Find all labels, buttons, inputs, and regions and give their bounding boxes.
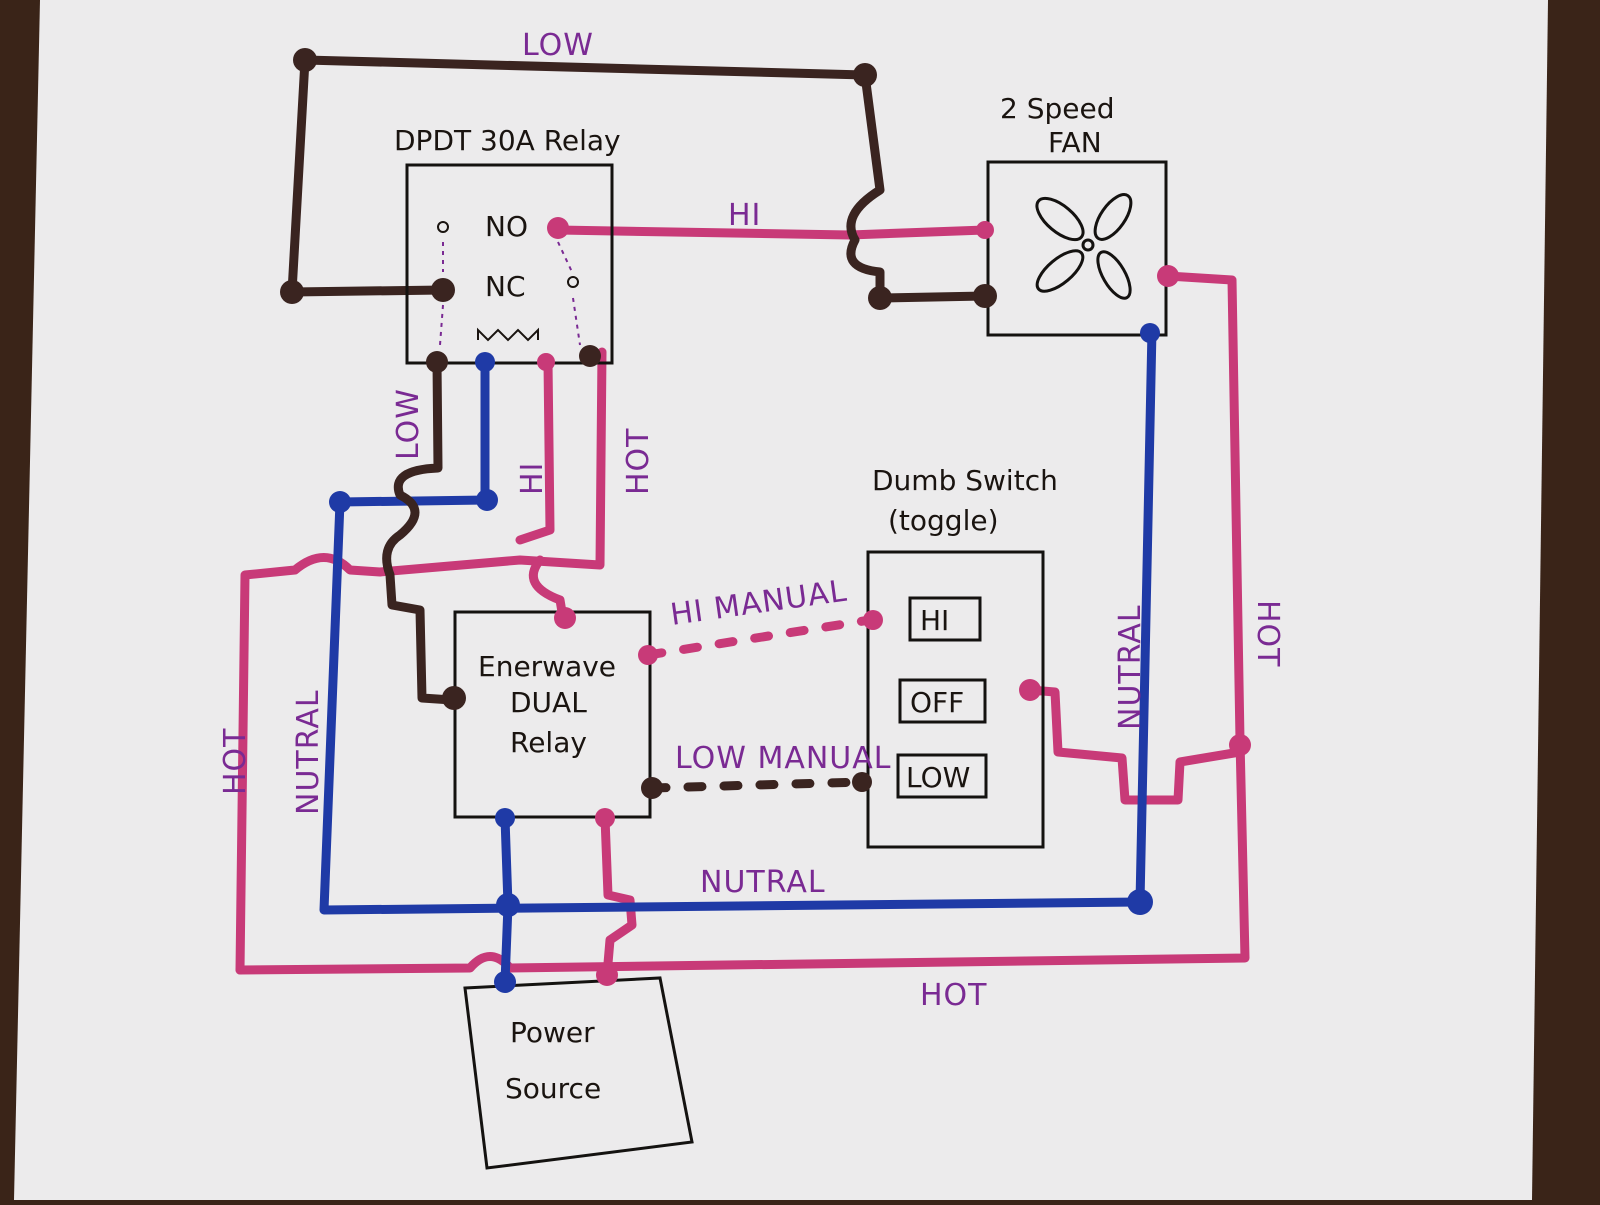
power-line2: Source <box>505 1072 601 1105</box>
junction-dots <box>280 48 1251 917</box>
enerwave-relay: Enerwave DUAL Relay <box>442 607 663 828</box>
switch-hi-label: HI <box>920 604 949 637</box>
relay-nc-right-terminal <box>567 276 579 288</box>
label-low-manual: LOW MANUAL <box>675 741 892 776</box>
fan-neutral-terminal <box>1140 323 1160 343</box>
dpdt-relay-title: DPDT 30A Relay <box>394 124 621 157</box>
enerwave-line1: Enerwave <box>478 650 616 683</box>
power-source-box <box>463 976 694 1170</box>
relay-hot-terminal <box>579 345 601 367</box>
junction-dot <box>1127 889 1153 915</box>
enerwave-relay-box <box>453 610 652 819</box>
label-hot-vertical: HOT <box>621 428 656 496</box>
hot-wire-hi-drop <box>515 357 555 545</box>
switch-hi-position <box>908 596 982 642</box>
fan: 2 Speed FAN <box>973 92 1179 343</box>
hot-wire-bottom-bus <box>235 271 1250 975</box>
hot-wire-enerwave-in <box>528 555 567 617</box>
fan-box <box>986 160 1168 337</box>
label-nutral-right: NUTRAL <box>1113 604 1148 730</box>
hi-manual-wire <box>643 615 875 660</box>
fan-title-line1: 2 Speed <box>1000 92 1115 125</box>
wire-labels: LOW HI LOW HI HOT HOT NUTRAL NUTRAL HOT … <box>218 28 1285 1013</box>
junction-dot <box>293 48 317 72</box>
hot-wire-main-loop <box>235 347 607 975</box>
switch-low-label: LOW <box>906 761 970 794</box>
hot-wire-enerwave-out <box>600 813 637 980</box>
dpdt-relay: DPDT 30A Relay NO NC <box>394 124 621 373</box>
low-wire-top-loop <box>287 55 990 303</box>
label-hi-top: HI <box>728 198 761 233</box>
power-hot-terminal <box>596 964 618 986</box>
dumb-switch: Dumb Switch (toggle) HI OFF LOW <box>852 464 1058 849</box>
label-low-top: LOW <box>522 28 594 63</box>
enerwave-line3: Relay <box>510 726 587 759</box>
junction-dot <box>853 63 877 87</box>
label-hot-left: HOT <box>218 728 253 796</box>
switch-low-position <box>896 753 988 799</box>
fan-icon <box>1035 193 1133 300</box>
relay-low-terminal <box>426 351 448 373</box>
enerwave-hot-in-terminal <box>554 607 576 629</box>
label-hi-vertical: HI <box>515 462 550 495</box>
relay-no-label: NO <box>485 210 528 243</box>
relay-coil-icon <box>477 327 539 342</box>
switch-title-line1: Dumb Switch <box>872 464 1058 497</box>
power-source: Power Source <box>463 964 694 1170</box>
enerwave-hot-terminal <box>595 808 615 828</box>
junction-dot <box>329 491 351 513</box>
junction-dot <box>280 280 304 304</box>
switch-title-line2: (toggle) <box>888 504 999 537</box>
relay-neutral-terminal <box>475 352 495 372</box>
junction-dot <box>476 489 498 511</box>
relay-no-left-terminal <box>437 221 449 233</box>
fan-title-line2: FAN <box>1048 126 1102 159</box>
enerwave-line2: DUAL <box>510 686 587 719</box>
switch-off-position <box>898 678 987 724</box>
label-low-vertical: LOW <box>391 388 426 460</box>
relay-no-right-terminal <box>547 217 569 239</box>
enerwave-low-manual-terminal <box>641 777 663 799</box>
switch-common-terminal <box>1019 679 1041 701</box>
dpdt-relay-box <box>405 163 614 365</box>
switch-off-label: OFF <box>910 686 964 719</box>
power-line1: Power <box>510 1016 595 1049</box>
label-hot-bottom: HOT <box>920 978 988 1013</box>
junction-dot <box>868 286 892 310</box>
dumb-switch-box <box>866 550 1045 849</box>
switch-hi-terminal <box>863 610 883 630</box>
relay-hi-terminal <box>537 353 555 371</box>
junction-dot <box>1229 734 1251 756</box>
relay-nc-label: NC <box>485 270 526 303</box>
relay-nc-left-terminal <box>431 278 455 302</box>
hot-wire-switch-common <box>1025 685 1245 805</box>
neutral-wire-left <box>319 325 1157 915</box>
enerwave-neutral-terminal <box>495 808 515 828</box>
label-nutral-left: NUTRAL <box>291 689 326 815</box>
junction-dot <box>496 893 520 917</box>
switch-low-terminal <box>852 772 872 792</box>
low-manual-wire <box>647 777 867 793</box>
low-wire-relay-down <box>382 357 457 705</box>
enerwave-hi-manual-terminal <box>638 645 658 665</box>
hot-wire-hi <box>553 225 990 240</box>
label-nutral-bottom: NUTRAL <box>700 865 826 900</box>
fan-hot-terminal <box>1157 265 1179 287</box>
power-neutral-terminal <box>494 971 516 993</box>
low-wires <box>287 55 990 705</box>
enerwave-low-out-terminal <box>442 686 466 710</box>
label-hot-right: HOT <box>1250 600 1285 668</box>
fan-low-terminal <box>973 284 997 308</box>
fan-hi-terminal <box>976 221 994 239</box>
